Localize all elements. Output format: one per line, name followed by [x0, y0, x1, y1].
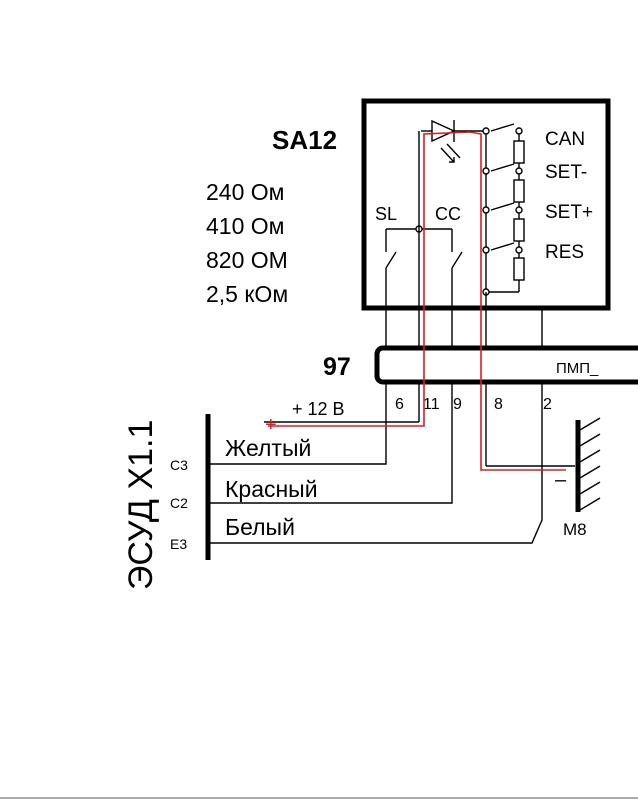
resistor-4: [513, 257, 525, 281]
resistance-3: 820 ОМ: [206, 247, 288, 273]
connector-body: [374, 345, 638, 385]
wire-label-white: Белый: [225, 514, 295, 540]
resistor-3: [513, 218, 525, 242]
pin-11: 11: [423, 396, 440, 413]
pin-9: 9: [453, 396, 462, 413]
connector-ref: 97: [323, 353, 351, 381]
ecu-pin-c3: C3: [170, 457, 188, 473]
wire-label-yellow: Желтый: [225, 435, 311, 461]
pin-2: 2: [543, 396, 552, 413]
red-wire: [268, 131, 566, 471]
contact-label-set-minus: SET-: [545, 162, 587, 183]
contact-label-can: CAN: [545, 129, 585, 150]
ecu-pin-c2: C2: [170, 495, 188, 511]
ecu-wires: [208, 382, 543, 544]
resistor-2: [513, 179, 525, 203]
wire-label-red: Красный: [225, 476, 318, 502]
pin-8: 8: [494, 396, 503, 413]
contact-label-set-plus: SET+: [545, 202, 593, 223]
internal-wires: [418, 131, 543, 348]
resistance-2: 410 Ом: [206, 213, 284, 239]
resistance-4: 2,5 кОм: [206, 281, 288, 307]
contact-label-sl: SL: [375, 204, 397, 224]
resistor-ladder: [482, 123, 525, 296]
supply-label: + 12 В: [292, 399, 345, 419]
ground-ref: М8: [563, 520, 587, 539]
ecu-label: ЭСУД X1.1: [122, 420, 160, 590]
ground-icon: [486, 417, 601, 512]
sa12-label: SA12: [272, 125, 337, 155]
supply-plus: +: [265, 414, 277, 436]
resistor-1: [513, 140, 525, 164]
ground-minus: –: [555, 469, 567, 491]
led-icon: [421, 119, 486, 163]
ecu-pin-e3: E3: [170, 536, 187, 552]
contact-label-cc: CC: [435, 204, 461, 224]
contact-label-res: RES: [545, 242, 584, 263]
connector-name: ПМП_: [556, 360, 599, 377]
pin-6: 6: [395, 396, 404, 413]
resistance-1: 240 Ом: [206, 179, 284, 205]
